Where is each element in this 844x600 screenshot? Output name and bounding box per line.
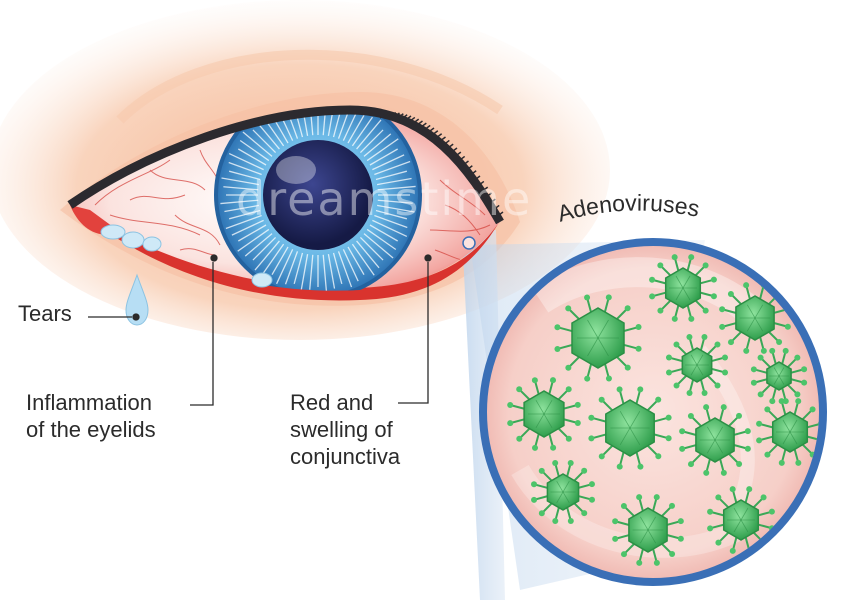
inflammation-label: Inflammation of the eyelids [26,389,156,443]
magnifier-circle [483,242,824,582]
red-swelling-line-3: conjunctiva [290,443,400,470]
tears-label-text: Tears [18,300,72,327]
inflammation-line-1: Inflammation [26,389,156,416]
zoom-origin-marker [463,237,475,249]
watermark-text: dreamstime [236,172,532,226]
inflammation-line-2: of the eyelids [26,416,156,443]
red-swelling-line-2: swelling of [290,416,400,443]
red-swelling-line-1: Red and [290,389,400,416]
tears-label: Tears [18,300,72,327]
red-swelling-label: Red and swelling of conjunctiva [290,389,400,470]
